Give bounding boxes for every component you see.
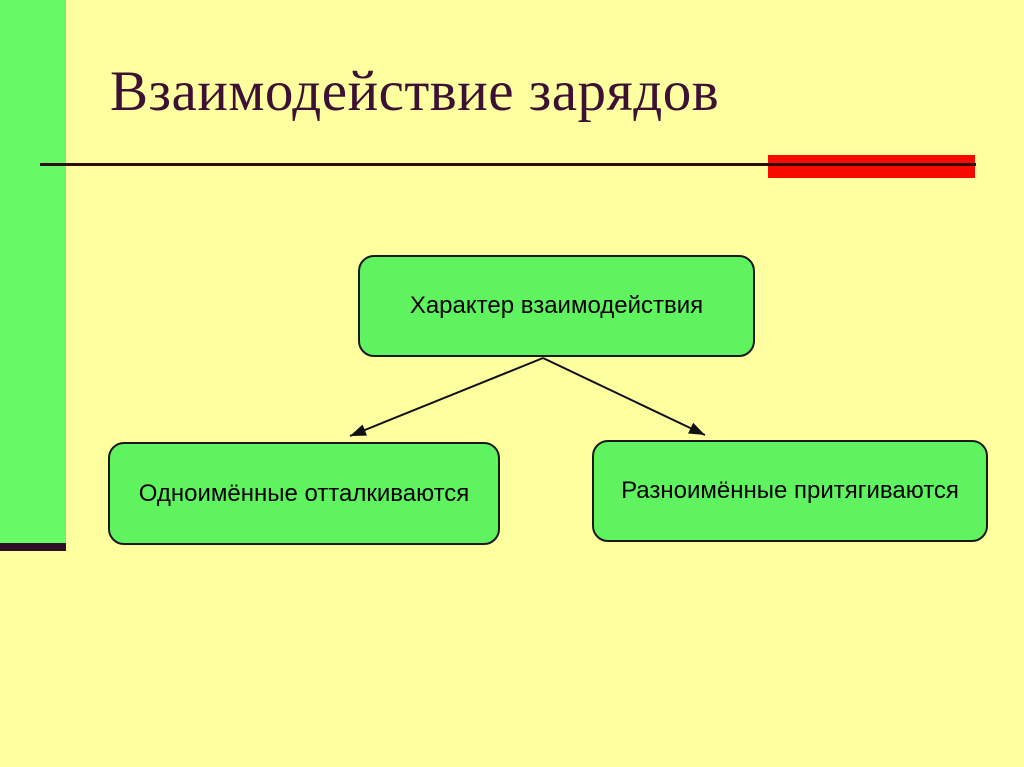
slide-title: Взаимодействие зарядов bbox=[110, 60, 720, 123]
left-accent-bar-cap bbox=[0, 543, 66, 551]
node-root-label: Характер взаимодействия bbox=[409, 292, 704, 319]
diagram-node-root: Характер взаимодействия bbox=[358, 255, 755, 357]
red-accent-bar bbox=[768, 155, 975, 178]
node-unlike-charges-label: Разноимённые притягиваются bbox=[621, 477, 959, 504]
left-accent-bar bbox=[0, 0, 66, 543]
diagram-node-unlike-charges: Разноимённые притягиваются bbox=[592, 440, 988, 542]
node-like-charges-label: Одноимённые отталкиваются bbox=[138, 479, 470, 507]
diagram-node-like-charges: Одноимённые отталкиваются bbox=[108, 442, 500, 545]
edge-root-to-unlike-charges bbox=[542, 357, 706, 436]
edge-root-to-like-charges bbox=[349, 357, 544, 437]
title-divider-line bbox=[40, 163, 976, 166]
